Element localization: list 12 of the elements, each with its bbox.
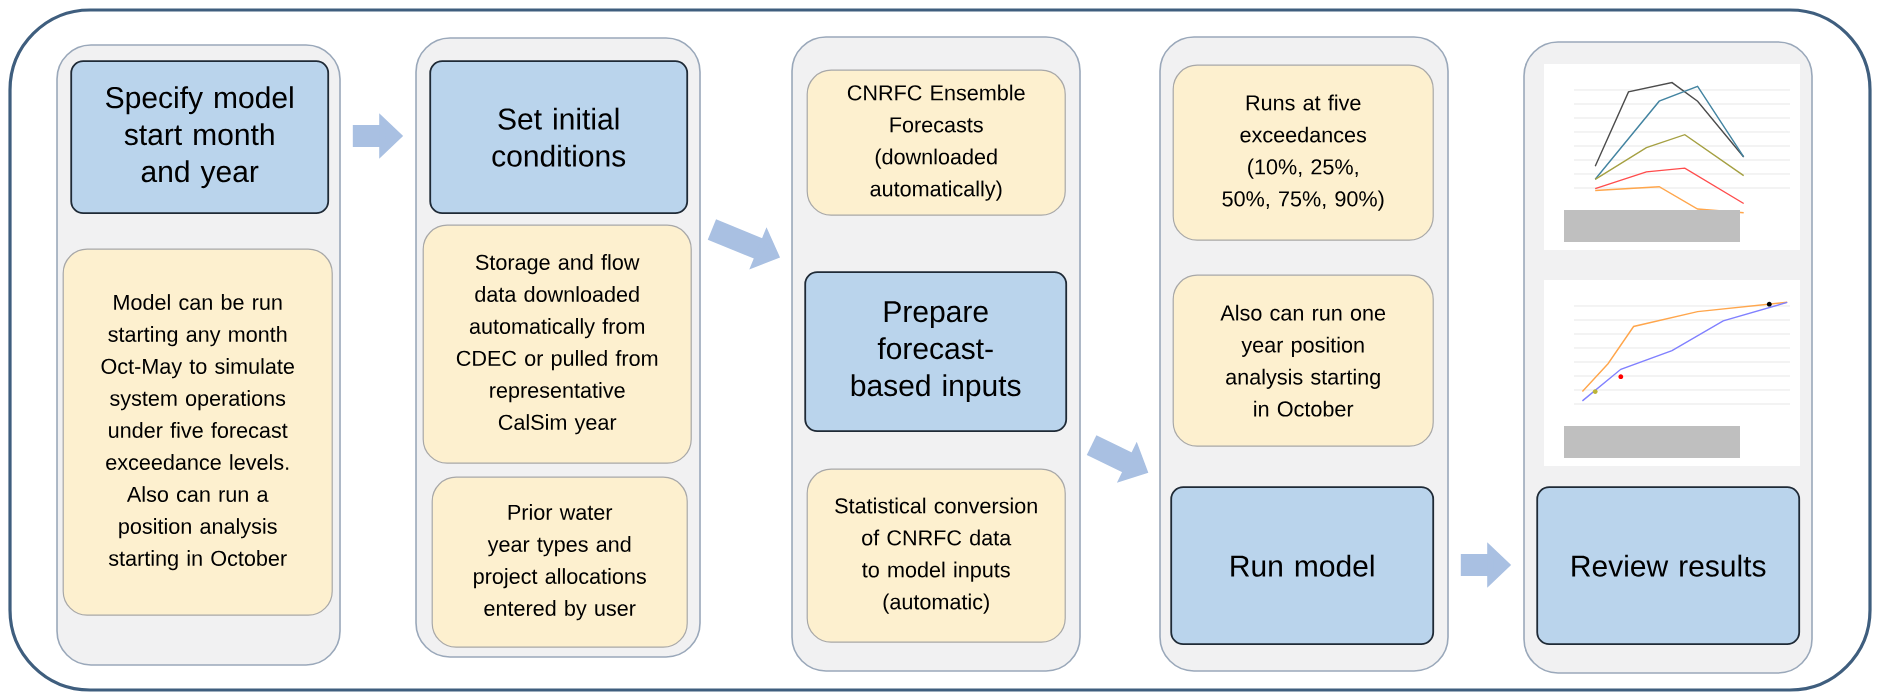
note-box: Also can run one year position analysis starting in October (1172, 274, 1434, 447)
note-box: Model can be run starting any month Oct-May to simulate system operations under five forecast exceedance levels. Also can run a position analysis starting in October (62, 248, 333, 616)
process-box: Review results (1536, 486, 1801, 646)
process-box: Prepare forecast-based inputs (804, 271, 1068, 433)
process-box: Set initial conditions (429, 60, 689, 215)
note-box: Storage and flow data downloaded automatically from CDEC or pulled from representative CalSim year (422, 224, 692, 464)
note-box: CNRFC Ensemble Forecasts (downloaded automatically) (806, 69, 1066, 216)
note-box: Runs at five exceedances (10%, 25%, 50%, 75%, 90%) (1172, 64, 1434, 241)
note-box: Prior water year types and project allocations entered by user (431, 476, 688, 648)
note-box: Statistical conversion of CNRFC data to model inputs (automatic) (806, 468, 1066, 643)
process-box: Specify model start month and year (70, 60, 330, 215)
process-box: Run model (1170, 486, 1435, 646)
